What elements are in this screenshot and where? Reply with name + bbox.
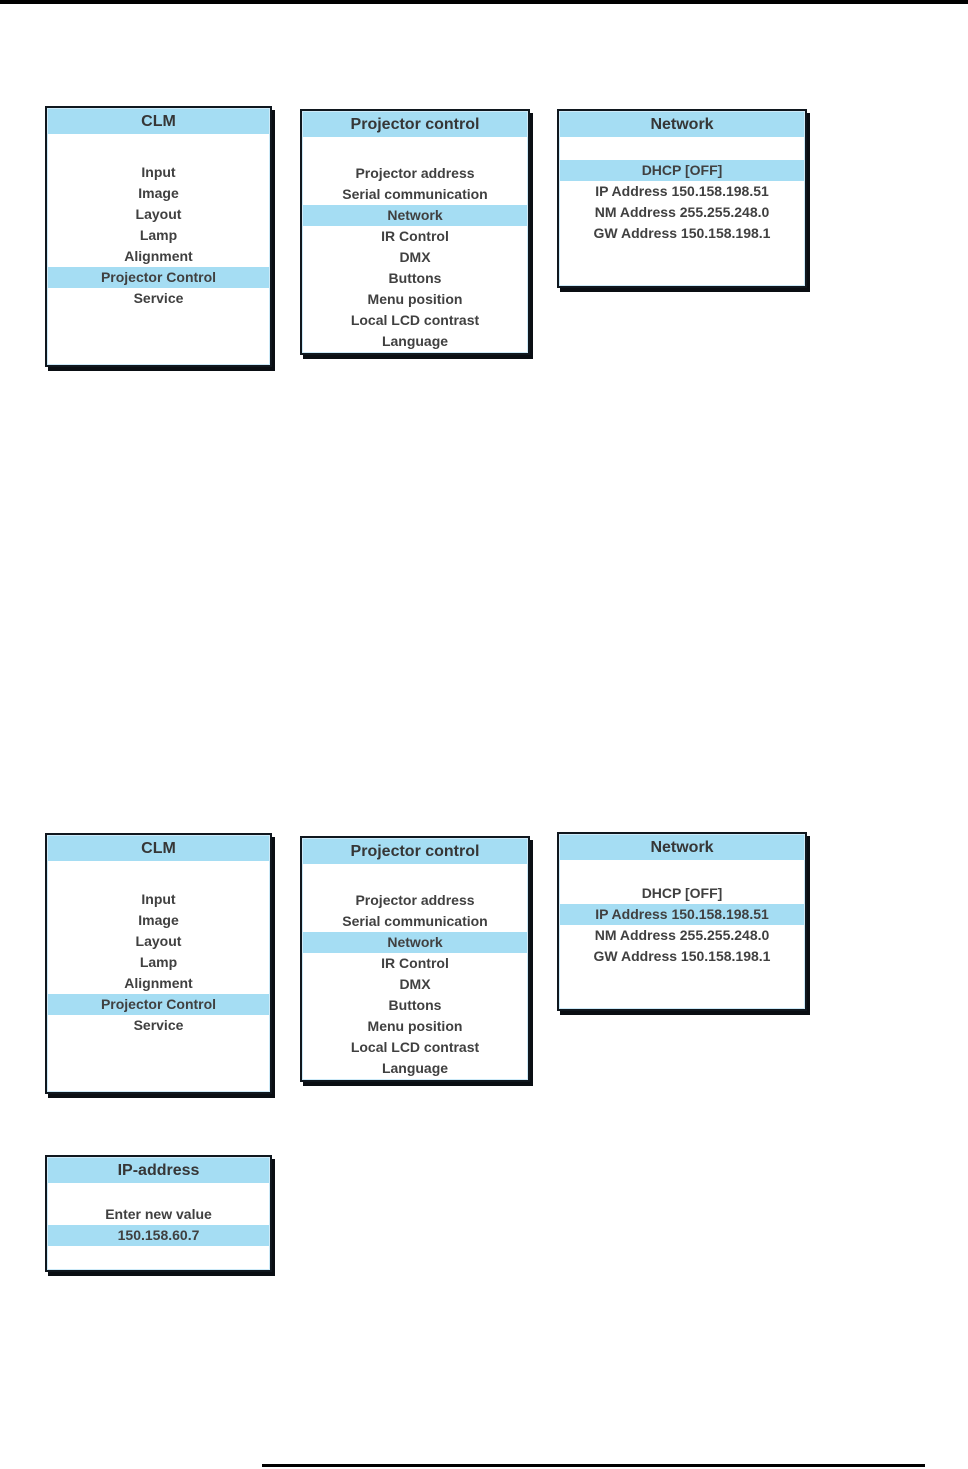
menu-item-network-selected[interactable]: Network: [303, 932, 527, 953]
menu-spacer: [560, 138, 804, 160]
menu-item-projector-control-selected[interactable]: Projector Control: [48, 267, 269, 288]
menu-item-ir-control[interactable]: IR Control: [381, 228, 449, 244]
menu-spacer: [303, 865, 527, 890]
menu-spacer: [560, 861, 804, 883]
menu-item-nm-address[interactable]: NM Address 255.255.248.0: [594, 204, 770, 220]
menu-title-clm: CLM: [48, 109, 269, 134]
menu-panel-projector-control-2: Projector control Projector address Seri…: [300, 836, 530, 1082]
menu-title-network: Network: [560, 835, 804, 860]
menu-item-serial-communication[interactable]: Serial communication: [342, 913, 488, 929]
menu-item-alignment[interactable]: Alignment: [124, 975, 193, 991]
dialog-panel-ip-address: IP-address Enter new value 150.158.60.7: [45, 1155, 272, 1272]
menu-title-clm: CLM: [48, 836, 269, 861]
menu-item-serial-communication[interactable]: Serial communication: [342, 186, 488, 202]
menu-item-projector-address[interactable]: Projector address: [355, 892, 475, 908]
menu-item-nm-address[interactable]: NM Address 255.255.248.0: [594, 927, 770, 943]
menu-item-menu-position[interactable]: Menu position: [367, 291, 463, 307]
menu-item-dhcp-selected[interactable]: DHCP [OFF]: [560, 160, 804, 181]
menu-item-ip-address[interactable]: IP Address 150.158.198.51: [595, 183, 769, 199]
menu-item-ir-control[interactable]: IR Control: [381, 955, 449, 971]
page-top-bar: [0, 0, 968, 4]
menu-item-image[interactable]: Image: [138, 185, 179, 201]
menu-item-image[interactable]: Image: [138, 912, 179, 928]
menu-spacer: [303, 138, 527, 163]
menu-item-input[interactable]: Input: [141, 164, 176, 180]
menu-item-lamp[interactable]: Lamp: [139, 954, 178, 970]
menu-item-lamp[interactable]: Lamp: [139, 227, 178, 243]
menu-item-service[interactable]: Service: [133, 1017, 184, 1033]
menu-panel-network-2: Network DHCP [OFF] IP Address 150.158.19…: [557, 832, 807, 1011]
dialog-spacer: [48, 1184, 269, 1204]
menu-item-ip-address-selected[interactable]: IP Address 150.158.198.51: [560, 904, 804, 925]
menu-item-local-lcd-contrast[interactable]: Local LCD contrast: [350, 312, 480, 328]
menu-item-projector-control-selected[interactable]: Projector Control: [48, 994, 269, 1015]
menu-item-dhcp[interactable]: DHCP [OFF]: [641, 885, 723, 901]
menu-item-buttons[interactable]: Buttons: [388, 270, 442, 286]
menu-item-layout[interactable]: Layout: [135, 206, 182, 222]
menu-panel-network-1: Network DHCP [OFF] IP Address 150.158.19…: [557, 109, 807, 288]
menu-item-layout[interactable]: Layout: [135, 933, 182, 949]
dialog-title-ip-address: IP-address: [48, 1158, 269, 1183]
menu-item-dmx[interactable]: DMX: [399, 249, 431, 265]
menu-panel-projector-control-1: Projector control Projector address Seri…: [300, 109, 530, 355]
menu-item-input[interactable]: Input: [141, 891, 176, 907]
menu-item-local-lcd-contrast[interactable]: Local LCD contrast: [350, 1039, 480, 1055]
menu-item-buttons[interactable]: Buttons: [388, 997, 442, 1013]
menu-item-projector-address[interactable]: Projector address: [355, 165, 475, 181]
menu-item-language[interactable]: Language: [381, 1060, 449, 1076]
menu-item-service[interactable]: Service: [133, 290, 184, 306]
footer-divider: [262, 1464, 925, 1467]
menu-panel-clm-1: CLM Input Image Layout Lamp Alignment Pr…: [45, 106, 272, 367]
dialog-prompt-enter-new-value: Enter new value: [105, 1206, 212, 1222]
menu-spacer: [48, 135, 269, 162]
menu-title-projector-control: Projector control: [303, 112, 527, 137]
menu-item-alignment[interactable]: Alignment: [124, 248, 193, 264]
menu-item-menu-position[interactable]: Menu position: [367, 1018, 463, 1034]
menu-title-projector-control: Projector control: [303, 839, 527, 864]
menu-item-gw-address[interactable]: GW Address 150.158.198.1: [593, 948, 771, 964]
menu-spacer: [48, 862, 269, 889]
dialog-value-input[interactable]: 150.158.60.7: [48, 1225, 269, 1246]
menu-item-gw-address[interactable]: GW Address 150.158.198.1: [593, 225, 771, 241]
menu-item-network-selected[interactable]: Network: [303, 205, 527, 226]
menu-title-network: Network: [560, 112, 804, 137]
menu-item-dmx[interactable]: DMX: [399, 976, 431, 992]
menu-item-language[interactable]: Language: [381, 333, 449, 349]
menu-panel-clm-2: CLM Input Image Layout Lamp Alignment Pr…: [45, 833, 272, 1094]
